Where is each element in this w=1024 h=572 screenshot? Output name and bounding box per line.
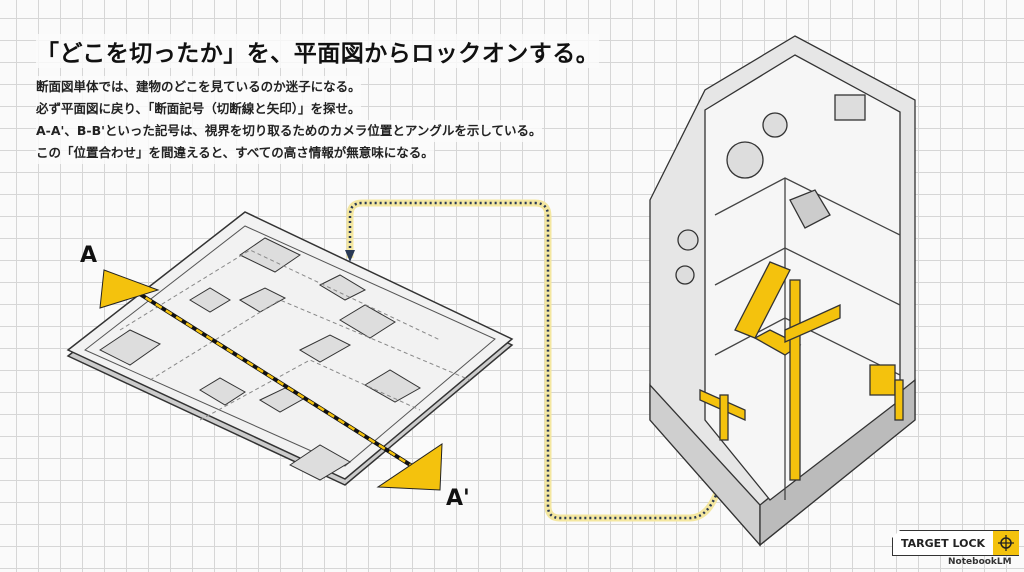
label-a-prime: A' [446, 486, 470, 511]
crosshair-icon [993, 531, 1020, 555]
building-cutaway [649, 35, 916, 547]
label-a: A [80, 243, 98, 268]
section-arrow-a-prime [376, 443, 443, 491]
target-lock-badge: TARGET LOCK [892, 530, 1020, 556]
body-line: 必ず平面図に戻り、「断面記号（切断線と矢印）」を探せ。 [36, 98, 361, 120]
floor-plan [66, 211, 514, 491]
page-title: 「どこを切ったか」を、平面図からロックオンする。 [36, 34, 600, 68]
body-line: この「位置合わせ」を間違えると、すべての高さ情報が無意味になる。 [36, 142, 434, 164]
body-line: 断面図単体では、建物のどこを見ているのか迷子になる。 [36, 76, 361, 98]
section-arrow-a [99, 269, 160, 309]
body-text: 断面図単体では、建物のどこを見ているのか迷子になる。 必ず平面図に戻り、「断面記… [36, 76, 542, 164]
brand-label: NotebookLM [948, 557, 1012, 567]
body-line: A-A'、B-B'といった記号は、視界を切り取るためのカメラ位置とアングルを示し… [36, 120, 542, 142]
badge-label: TARGET LOCK [901, 536, 986, 550]
